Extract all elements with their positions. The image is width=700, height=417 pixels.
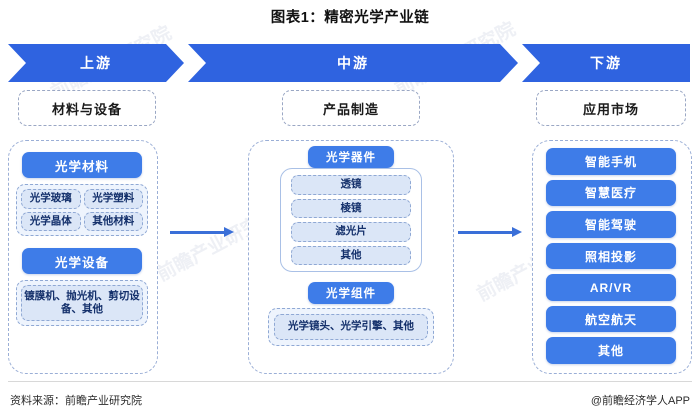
arrow-right-icon [170,227,234,237]
list-item[interactable]: 其他材料 [83,211,143,231]
stage-header-downstream: 应用市场 [536,90,686,126]
group-optical-components[interactable]: 光学组件 [308,282,394,304]
arrow-shaft [458,230,512,234]
banner-segment-midstream[interactable]: 中游 [188,44,518,82]
banner-segment-upstream[interactable]: 上游 [8,44,184,82]
brand-credit: @前瞻经济学人APP [590,395,690,407]
optical-components-item-wrap: 光学镜头、光学引擎、其他 [268,308,434,346]
list-item[interactable]: 航空航天 [546,305,676,333]
application-market-list: 智能手机 智慧医疗 智能驾驶 照相投影 AR/VR 航空航天 其他 [546,148,676,365]
optical-equipment-item-wrap: 镀膜机、抛光机、剪切设备、其他 [16,280,148,326]
list-item[interactable]: 光学塑料 [83,189,143,209]
arrow-head [512,227,522,237]
arrow-shaft [170,230,224,234]
source-note: 资料来源：前瞻产业研究院 [10,395,142,407]
list-item[interactable]: 智能驾驶 [546,211,676,238]
stage-header-midstream: 产品制造 [282,90,420,126]
list-item[interactable]: 智慧医疗 [546,179,676,207]
optical-materials-item-grid: 光学玻璃 光学塑料 光学晶体 其他材料 [16,184,148,236]
group-optical-materials[interactable]: 光学材料 [22,152,142,178]
list-item[interactable]: AR/VR [546,274,676,301]
list-item[interactable]: 透镜 [291,175,411,195]
list-item[interactable]: 棱镜 [291,198,411,218]
list-item[interactable]: 其他 [546,337,676,365]
optical-devices-item-wrap: 透镜 棱镜 滤光片 其他 [280,168,422,272]
arrow-right-icon [458,227,522,237]
page-title: 图表1：精密光学产业链 [270,10,430,26]
arrow-head [224,227,234,237]
list-item[interactable]: 光学镜头、光学引擎、其他 [274,314,428,340]
value-chain-banner: 上游 中游 下游 [8,44,690,82]
list-item[interactable]: 智能手机 [546,148,676,175]
list-item[interactable]: 照相投影 [546,242,676,270]
list-item[interactable]: 光学玻璃 [21,189,81,209]
group-optical-equipment[interactable]: 光学设备 [22,248,142,274]
list-item[interactable]: 镀膜机、抛光机、剪切设备、其他 [21,285,143,321]
banner-segment-downstream[interactable]: 下游 [522,44,690,82]
list-item[interactable]: 光学晶体 [21,211,81,231]
footer-divider [8,381,692,382]
list-item[interactable]: 滤光片 [291,222,411,242]
stage-header-upstream: 材料与设备 [18,90,156,126]
list-item[interactable]: 其他 [291,245,411,265]
group-optical-devices[interactable]: 光学器件 [308,146,394,168]
